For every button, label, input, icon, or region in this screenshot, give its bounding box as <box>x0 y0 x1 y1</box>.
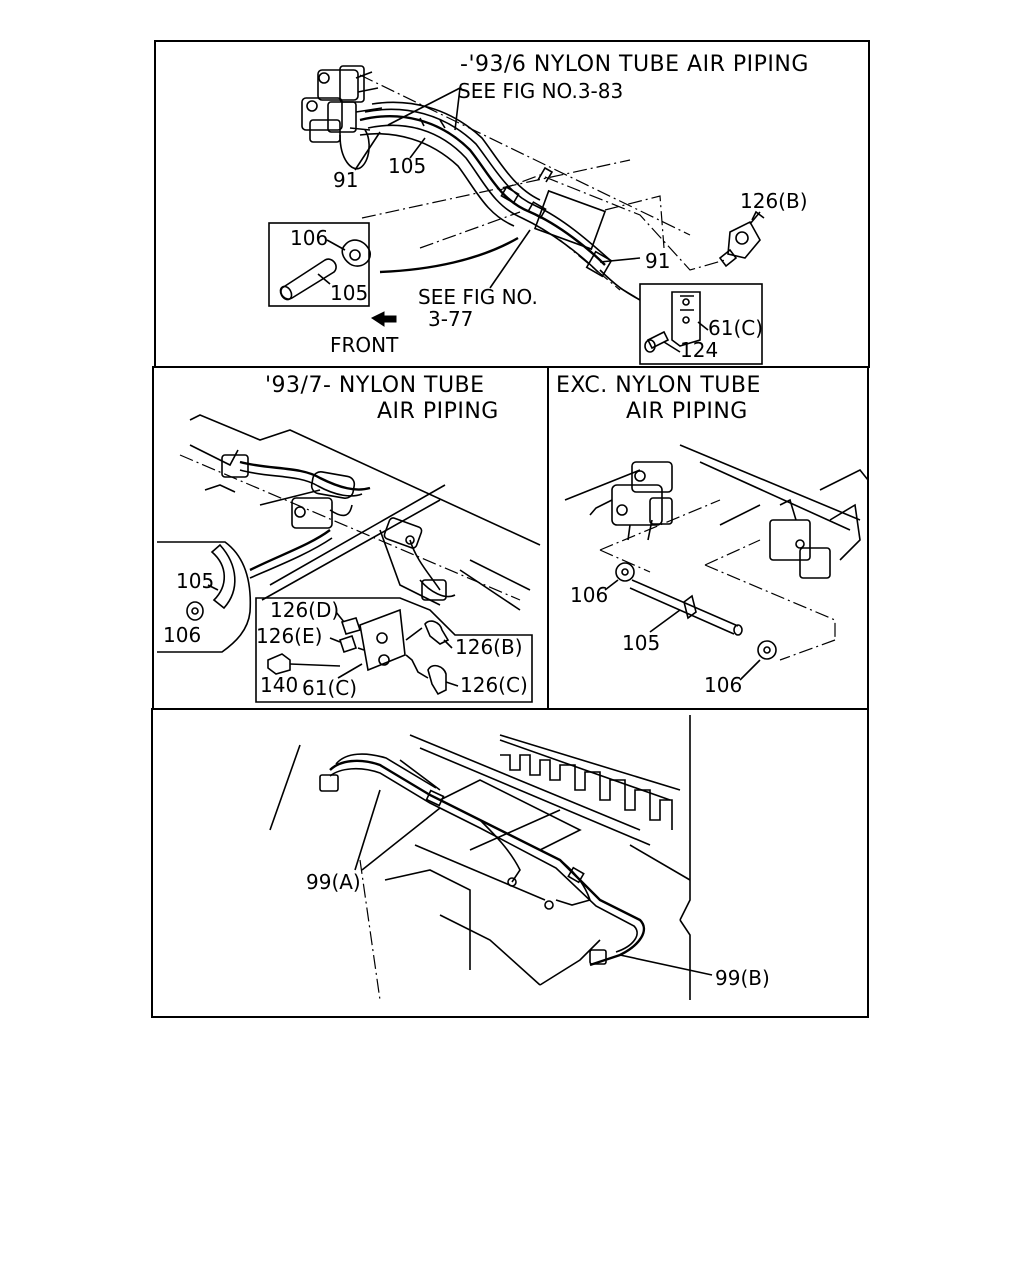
label-140: 140 <box>260 673 298 697</box>
panel-ml-title-a: '93/7- NYLON TUBE <box>265 373 485 398</box>
label-91-a: 91 <box>333 168 358 192</box>
label-106-mr-b: 106 <box>704 673 742 697</box>
label-99a: 99(A) <box>306 870 361 894</box>
front-arrow-icon <box>371 311 397 327</box>
label-106-mr-a: 106 <box>570 583 608 607</box>
tube-105-curved <box>210 543 236 610</box>
fittings-detail <box>267 608 450 696</box>
label-106-ml: 106 <box>163 623 201 647</box>
label-126d: 126(D) <box>270 598 339 622</box>
grommet-106-mr-a <box>615 562 635 582</box>
see-fig-3-77-line1: SEE FIG NO. <box>418 285 538 309</box>
label-126e: 126(E) <box>256 624 322 648</box>
frame-bracket-mr <box>769 498 861 579</box>
valve-body-mr <box>589 461 673 541</box>
see-fig-3-77-line2: 3-77 <box>428 307 473 331</box>
label-91-b: 91 <box>645 249 670 273</box>
label-126c: 126(C) <box>460 673 528 697</box>
panel-top-title: -'93/6 NYLON TUBE AIR PIPING <box>460 52 809 77</box>
bracket-61c-detail <box>644 291 701 353</box>
air-pipe-99 <box>319 753 646 967</box>
tube-105-detail <box>279 258 337 301</box>
panel-frames <box>151 40 870 1018</box>
panel-bottom: 99(A) 99(B) <box>269 715 770 1001</box>
nylon-tube-bundle <box>339 101 641 301</box>
label-124: 124 <box>680 338 718 362</box>
label-61c-ml: 61(C) <box>302 676 357 700</box>
grommet-106-ml <box>186 601 204 621</box>
grommet-106-mr-b <box>757 640 777 660</box>
label-105-a: 105 <box>388 154 426 178</box>
front-label: FRONT <box>330 333 399 357</box>
label-105-ml: 105 <box>176 569 214 593</box>
panel-top: -'93/6 NYLON TUBE AIR PIPING SEE FIG NO.… <box>268 52 809 365</box>
panel-mr-title-a: EXC. NYLON TUBE <box>556 373 761 398</box>
panel-middle-right: EXC. NYLON TUBE AIR PIPING <box>556 373 869 697</box>
panel-middle-left: '93/7- NYLON TUBE AIR PIPING <box>157 373 541 703</box>
see-fig-3-83: SEE FIG NO.3-83 <box>458 79 623 103</box>
panel-ml-title-b: AIR PIPING <box>377 399 499 424</box>
leader-to-detail <box>379 236 519 274</box>
label-105-top: 105 <box>330 281 368 305</box>
label-105-mr: 105 <box>622 631 660 655</box>
label-126b-ml: 126(B) <box>455 635 523 659</box>
label-106-top: 106 <box>290 226 328 250</box>
valve-assembly-ml <box>221 454 447 601</box>
elbow-fitting-126b <box>718 210 765 268</box>
panel-mr-title-b: AIR PIPING <box>626 399 748 424</box>
valve-assembly <box>301 65 383 143</box>
label-99b: 99(B) <box>715 966 770 990</box>
tube-105-straight <box>629 579 743 636</box>
label-61c-top: 61(C) <box>708 316 763 340</box>
label-126b-top: 126(B) <box>740 189 808 213</box>
crossmember <box>499 739 673 830</box>
grommet-106-detail <box>341 239 371 267</box>
